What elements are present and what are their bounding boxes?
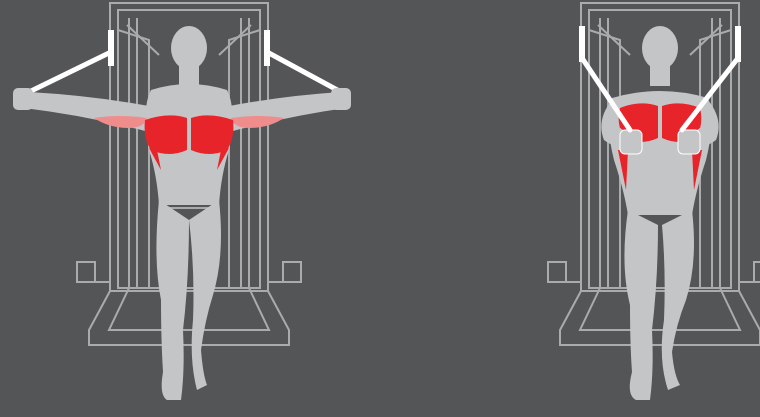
left-deltoid-muscle: [94, 116, 147, 128]
left-pectoral-muscle: [145, 115, 187, 154]
right-deltoid-muscle: [231, 116, 284, 128]
right-panel: [548, 3, 760, 400]
athlete-figure: [13, 26, 351, 400]
right-pulley-handle: [735, 26, 741, 62]
athlete-figure: [608, 26, 711, 400]
right-pectoral-muscle: [191, 115, 233, 154]
left-pulley-handle: [108, 30, 114, 66]
left-panel: [13, 3, 351, 400]
right-pulley-handle: [264, 30, 270, 66]
left-pulley-handle: [579, 26, 585, 62]
